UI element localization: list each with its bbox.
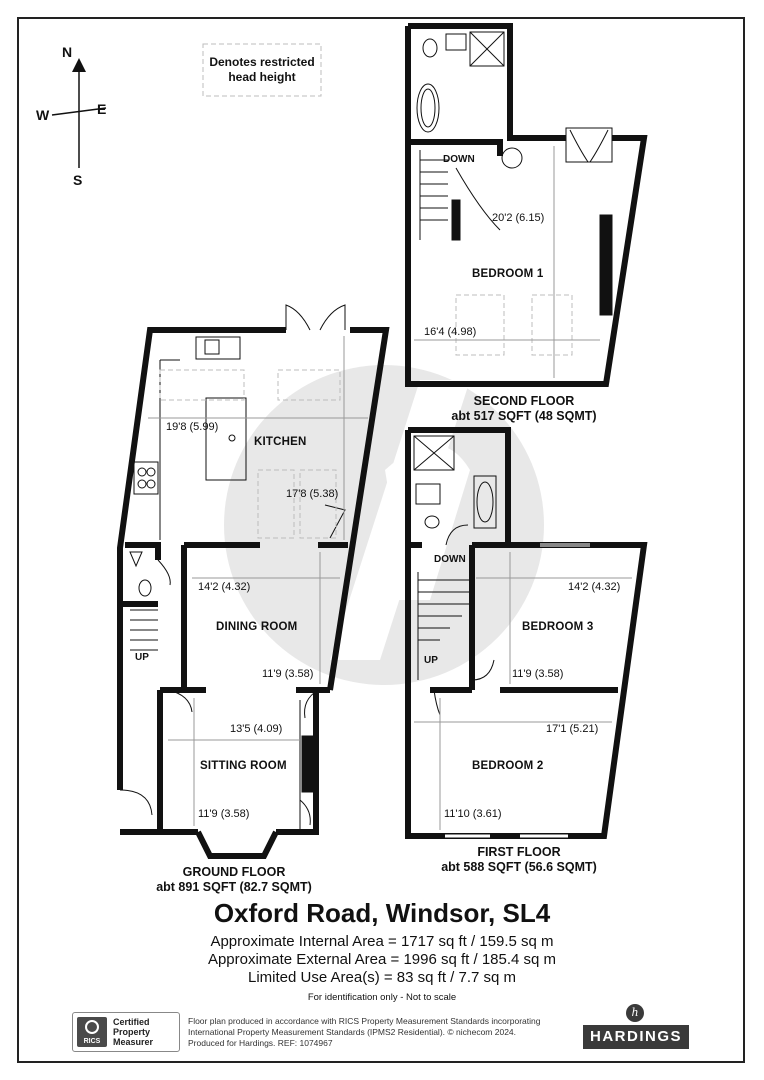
ground-floor-restricted	[159, 369, 341, 539]
dim-bedroom1-length: 20'2 (6.15)	[492, 212, 545, 224]
dim-bedroom3-length: 11'9 (3.58)	[512, 668, 564, 680]
ground-floor-caption: GROUND FLOOR abt 891 SQFT (82.7 SQMT)	[144, 865, 324, 895]
second-floor-area: abt 517 SQFT (48 SQMT)	[451, 409, 597, 423]
room-kitchen: KITCHEN	[254, 436, 307, 448]
ground-floor-dims	[148, 336, 368, 826]
ground-floor-area: abt 891 SQFT (82.7 SQMT)	[156, 880, 312, 894]
rics-line-2: Property	[113, 1027, 151, 1037]
footer-text: Floor plan produced in accordance with R…	[188, 1016, 583, 1049]
first-floor-dims	[414, 552, 632, 830]
dim-kitchen-length: 17'8 (5.38)	[286, 488, 339, 500]
external-area: Approximate External Area = 1996 sq ft /…	[207, 951, 557, 968]
compass-west: W	[36, 107, 50, 123]
first-floor-fixtures	[413, 435, 590, 838]
limited-use-area: Limited Use Area(s) = 83 sq ft / 7.7 sq …	[247, 969, 517, 986]
rics-line-1: Certified	[113, 1017, 150, 1027]
stairs-down-second: DOWN	[443, 154, 475, 165]
compass-rose	[51, 58, 107, 168]
second-floor-name: SECOND FLOOR	[473, 394, 575, 408]
room-sitting-room: SITTING ROOM	[200, 760, 287, 772]
compass-north: N	[62, 44, 73, 60]
rics-logo: RICS	[77, 1017, 107, 1047]
footer-line-1: Floor plan produced in accordance with R…	[188, 1016, 541, 1026]
ground-floor-name: GROUND FLOOR	[182, 865, 286, 879]
dim-sitting-length: 11'9 (3.58)	[198, 808, 250, 820]
stairs-down-first: DOWN	[434, 554, 466, 565]
compass-east: E	[97, 101, 107, 117]
second-floor-caption: SECOND FLOOR abt 517 SQFT (48 SQMT)	[440, 394, 608, 424]
rics-seal-icon	[85, 1020, 99, 1034]
legend-dashed-box	[202, 43, 322, 97]
disclaimer: For identification only - Not to scale	[307, 992, 457, 1003]
second-floor-restricted	[455, 294, 573, 356]
hardings-mark-icon: h	[626, 1004, 644, 1022]
first-floor-area: abt 588 SQFT (56.6 SQMT)	[441, 860, 597, 874]
footer-line-3: Produced for Hardings. REF: 1074967	[188, 1038, 333, 1048]
first-floor-name: FIRST FLOOR	[477, 845, 561, 859]
dim-bedroom1-width: 16'4 (4.98)	[424, 326, 477, 338]
first-floor-caption: FIRST FLOOR abt 588 SQFT (56.6 SQMT)	[428, 845, 610, 875]
dim-bedroom2-length: 11'10 (3.61)	[444, 808, 502, 820]
page-border	[17, 17, 745, 1063]
legend-text: Denotes restricted head height	[203, 55, 321, 85]
compass-south: S	[73, 172, 83, 188]
second-floor-dims	[414, 146, 600, 378]
footer-line-2: International Property Measurement Stand…	[188, 1027, 517, 1037]
dim-sitting-width: 13'5 (4.09)	[230, 723, 283, 735]
dim-kitchen-width: 19'8 (5.99)	[166, 421, 219, 433]
rics-line-3: Measurer	[113, 1037, 154, 1047]
internal-area: Approximate Internal Area = 1717 sq ft /…	[210, 933, 554, 950]
stairs-up-first: UP	[424, 655, 438, 666]
ground-floor-fixtures	[119, 304, 346, 832]
room-dining-room: DINING ROOM	[216, 621, 298, 633]
room-bedroom-2: BEDROOM 2	[472, 760, 544, 772]
property-title: Oxford Road, Windsor, SL4	[213, 898, 551, 928]
room-bedroom-1: BEDROOM 1	[472, 268, 544, 280]
dim-bedroom3-width: 14'2 (4.32)	[568, 581, 621, 593]
rics-label: Certified Property Measurer	[113, 1017, 153, 1047]
rics-badge: RICS Certified Property Measurer	[72, 1012, 180, 1052]
rics-logo-text: RICS	[83, 1038, 101, 1045]
dim-dining-length: 11'9 (3.58)	[262, 668, 314, 680]
dim-dining-width: 14'2 (4.32)	[198, 581, 251, 593]
hardings-logo: HARDINGS	[583, 1025, 689, 1049]
legend-line-1: Denotes restricted	[209, 55, 315, 69]
legend-line-2: head height	[228, 70, 296, 84]
dim-bedroom2-width: 17'1 (5.21)	[546, 723, 599, 735]
stairs-up-ground: UP	[135, 652, 149, 663]
second-floor-fixtures	[416, 31, 613, 316]
room-bedroom-3: BEDROOM 3	[522, 621, 594, 633]
second-floor-plan	[405, 23, 648, 387]
